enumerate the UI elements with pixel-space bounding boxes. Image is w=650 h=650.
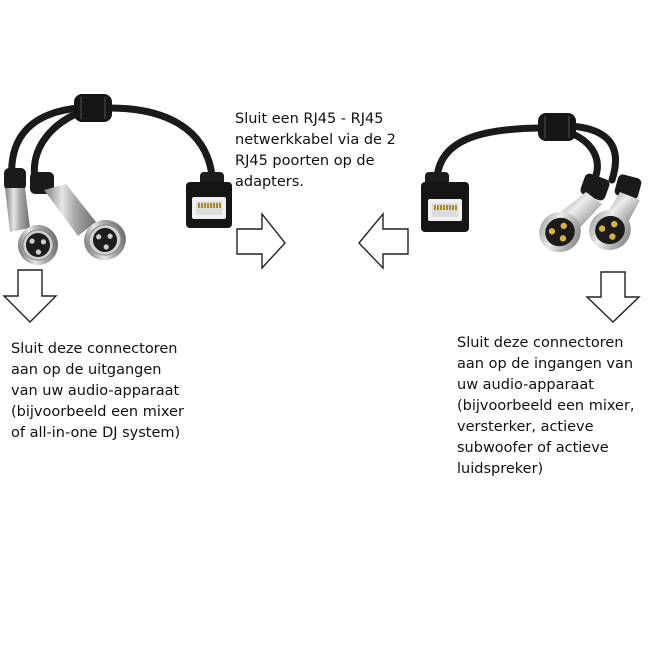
left-xlr-female-1 bbox=[4, 168, 58, 265]
right-xlr-male-2 bbox=[589, 174, 642, 251]
arrow-down-icon bbox=[585, 271, 641, 323]
left-xlr-female-2 bbox=[30, 172, 126, 261]
arrow-right-icon bbox=[236, 211, 286, 270]
caption-rj45-instruction: Sluit een RJ45 - RJ45 netwerkkabel via d… bbox=[235, 111, 396, 190]
right-rj45-port bbox=[421, 172, 469, 232]
left-rj45-port bbox=[186, 172, 232, 228]
caption-inputs-instruction: Sluit deze connectoren aan op de ingange… bbox=[457, 335, 635, 477]
arrow-down-icon bbox=[2, 269, 58, 323]
left-adapter-cable bbox=[8, 94, 216, 189]
arrow-left-icon bbox=[358, 212, 409, 270]
right-adapter-cable bbox=[433, 113, 619, 192]
right-xlr-male-1 bbox=[539, 173, 610, 253]
caption-outputs-instruction: Sluit deze connectoren aan op de uitgang… bbox=[11, 341, 184, 441]
